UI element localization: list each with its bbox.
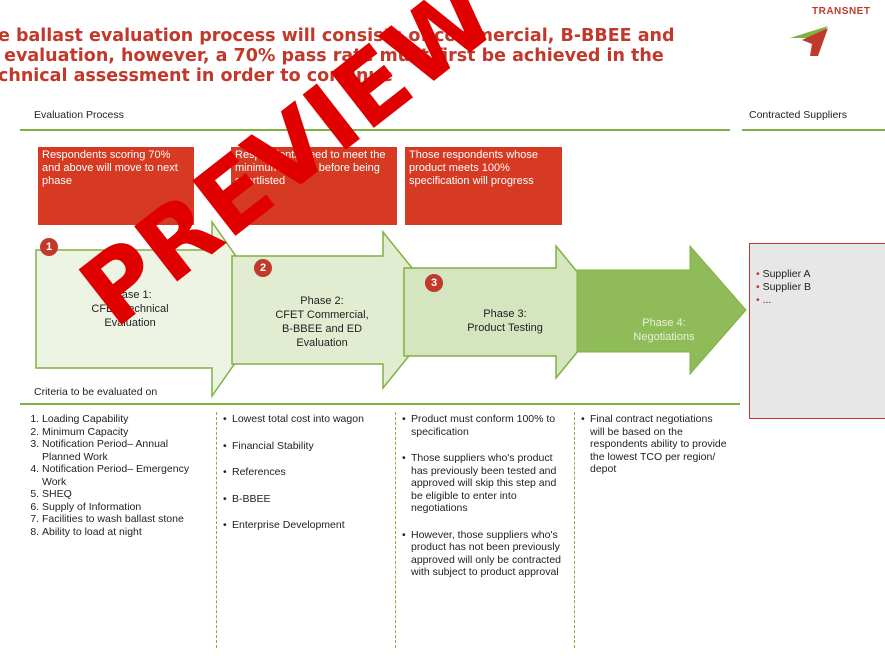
phase-2-number-badge: 2 <box>254 259 272 277</box>
criteria-item: B-BBEE <box>223 493 390 506</box>
transnet-logo-text: TRANSNET <box>812 6 871 17</box>
evaluation-process-label: Evaluation Process <box>34 109 124 121</box>
phase-1-label: Phase 1: CFET Technical Evaluation <box>91 289 169 329</box>
criteria-item: Notification Period– Emergency Work <box>42 463 195 488</box>
criteria-item: Loading Capability <box>42 413 195 426</box>
criteria-item: However, those suppliers who's product h… <box>402 529 569 579</box>
criteria-item: Ability to load at night <box>42 526 195 539</box>
phase-2-label: Phase 2: CFET Commercial, B-BBEE and ED … <box>275 295 369 349</box>
transnet-logo-icon <box>790 26 828 56</box>
slide-title: e ballast evaluation process will consis… <box>0 26 675 86</box>
criteria-item: Notification Period– Annual Planned Work <box>42 438 195 463</box>
phase-4-arrow <box>576 244 747 376</box>
phase-3-label: Phase 3: Product Testing <box>467 308 543 334</box>
criteria-column-phase-1: Loading Capability Minimum Capacity Noti… <box>20 413 195 538</box>
criteria-item: Financial Stability <box>223 440 390 453</box>
criteria-label: Criteria to be evaluated on <box>34 386 158 398</box>
criteria-column-phase-3: Product must conform 100% to specificati… <box>401 413 569 593</box>
contracted-suppliers-box: Supplier A Supplier B ... <box>749 243 885 419</box>
criteria-item: SHEQ <box>42 488 195 501</box>
criteria-item: Product must conform 100% to specificati… <box>402 413 569 438</box>
column-divider <box>395 412 396 648</box>
column-divider <box>574 412 575 648</box>
criteria-item: Minimum Capacity <box>42 426 195 439</box>
criteria-item: Those suppliers who's product has previo… <box>402 452 569 515</box>
supplier-item: Supplier A <box>756 268 885 281</box>
supplier-item: Supplier B <box>756 281 885 294</box>
phase-1-number-badge: 1 <box>40 238 58 256</box>
criteria-item: Supply of Information <box>42 501 195 514</box>
criteria-rule <box>20 403 740 405</box>
evaluation-process-rule <box>20 129 730 131</box>
contracted-suppliers-rule <box>742 129 885 131</box>
criteria-column-phase-4: Final contract negotiations will be base… <box>580 413 730 490</box>
criteria-item: Lowest total cost into wagon <box>223 413 390 426</box>
supplier-item: ... <box>756 294 885 307</box>
criteria-item: References <box>223 466 390 479</box>
contracted-suppliers-label: Contracted Suppliers <box>749 109 848 121</box>
phase-4-label: Phase 4: Negotiations <box>633 317 695 343</box>
column-divider <box>216 412 217 648</box>
criteria-column-phase-2: Lowest total cost into wagon Financial S… <box>222 413 390 546</box>
criteria-item: Facilities to wash ballast stone <box>42 513 195 526</box>
callout-phase-2: Respondents need to meet the minimum cri… <box>231 147 397 225</box>
criteria-item: Final contract negotiations will be base… <box>581 413 730 476</box>
callout-phase-3: Those respondents whose product meets 10… <box>405 147 562 225</box>
phase-3-number-badge: 3 <box>425 274 443 292</box>
criteria-item: Enterprise Development <box>223 519 390 532</box>
callout-phase-1: Respondents scoring 70% and above will m… <box>38 147 194 225</box>
